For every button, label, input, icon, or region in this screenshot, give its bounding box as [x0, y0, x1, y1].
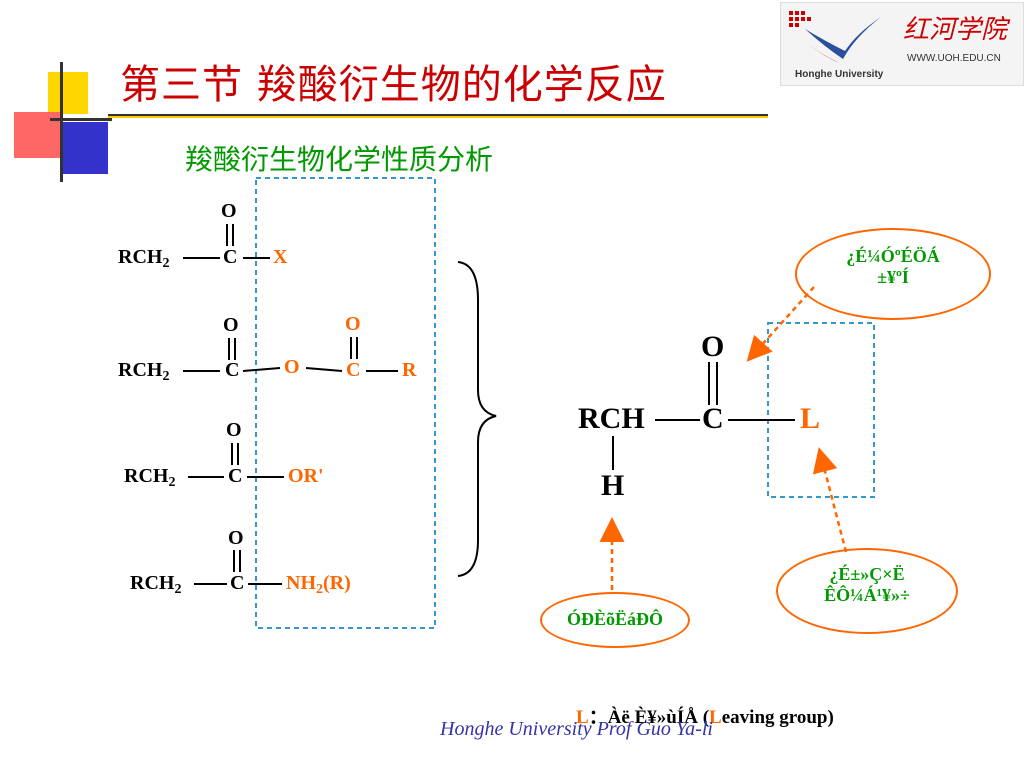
amide-c: C [230, 572, 245, 594]
subscript-2: 2 [162, 369, 170, 384]
curly-brace [457, 261, 497, 577]
anhydride-bridge-o: O [284, 356, 300, 378]
university-logo: 红河学院 WWW.UOH.EDU.CN Honghe University [780, 2, 1024, 86]
bubble-right-line2: ÊÔ¼Á¹¥»÷ [824, 585, 910, 605]
section-subtitle: 羧酸衍生物化学性质分析 [185, 143, 494, 176]
footer-signature: Honghe University Prof Guo Ya-li [440, 718, 713, 740]
logo-name-en: Honghe University [795, 69, 884, 80]
amide-r-text: (R) [323, 572, 351, 594]
general-c: C [702, 402, 724, 435]
rch-text: RCH [124, 465, 169, 487]
leaving-group-caption: L：Àë È¥»ùÍÅ (Leaving group) [576, 702, 834, 729]
bubble-top-line1: ¿É¼ÓºÉÖÁ [846, 246, 940, 266]
rch-text: RCH [118, 246, 163, 268]
general-l: L [800, 402, 821, 435]
anhydride-o-top: O [223, 314, 239, 336]
general-o: O [701, 330, 725, 363]
amide-nh2r: NH2(R) [286, 572, 351, 598]
title-underline [108, 114, 768, 116]
acyl-halide-x: X [273, 246, 288, 268]
logo-url: WWW.UOH.EDU.CN [907, 53, 1001, 64]
caption-garbled: Àë È¥»ùÍÅ ( [607, 707, 710, 728]
logo-name-cn: 红河学院 [903, 15, 1008, 45]
anhydride-o2-top: O [345, 313, 361, 335]
acyl-halide-o: O [221, 200, 237, 222]
deco-yellow-block [48, 72, 88, 114]
caption-l: L [576, 707, 589, 728]
deco-blue-block [62, 122, 108, 174]
general-rch: RCH [578, 402, 645, 435]
page-title: 第三节 羧酸衍生物的化学反应 [120, 62, 667, 108]
ester-c: C [228, 465, 243, 487]
general-l-dashed-box [767, 322, 875, 498]
caption-colon: ： [588, 707, 608, 728]
acyl-halide-c: C [223, 246, 238, 268]
subscript-2: 2 [168, 475, 176, 490]
anhydride-r: R [402, 359, 417, 381]
bubble-right-line1: ¿É±»Ç×Ë [829, 564, 905, 584]
amide-rch2: RCH2 [130, 572, 181, 598]
amide-o: O [228, 527, 244, 549]
caption-rest: eaving group) [721, 707, 834, 728]
subscript-2: 2 [174, 582, 182, 597]
bubble-top-annotation: ¿É¼ÓºÉÖÁ ±¥ºÍ [795, 228, 991, 320]
arrow-right-bubble [812, 447, 848, 553]
anhydride-c2: C [346, 359, 361, 381]
bubble-top-line2: ±¥ºÍ [877, 267, 909, 287]
subscript-2: 2 [162, 256, 170, 271]
rch-text: RCH [130, 572, 175, 594]
rch-text: RCH [118, 359, 163, 381]
deco-vertical-line [60, 62, 63, 182]
ester-o: O [226, 419, 242, 441]
ester-or: OR' [288, 465, 324, 487]
caption-l2: L [709, 707, 722, 728]
anhydride-c: C [225, 359, 240, 381]
logo-emblem-icon [789, 11, 881, 63]
subscript-2: 2 [316, 582, 323, 597]
ester-rch2: RCH2 [124, 465, 175, 491]
bubble-left-text: ÓÐÈõËáÐÔ [566, 609, 663, 629]
bubble-left-annotation: ÓÐÈõËáÐÔ [540, 592, 690, 648]
general-h: H [601, 469, 625, 502]
amide-nh-text: NH [286, 572, 316, 594]
anhydride-rch2: RCH2 [118, 359, 169, 385]
deco-horizontal-line [50, 118, 112, 121]
arrow-top-bubble [746, 286, 815, 362]
title-underline-highlight [108, 116, 768, 118]
bubble-right-annotation: ¿É±»Ç×Ë ÊÔ¼Á¹¥»÷ [776, 548, 958, 634]
acyl-halide-rch2: RCH2 [118, 246, 169, 272]
